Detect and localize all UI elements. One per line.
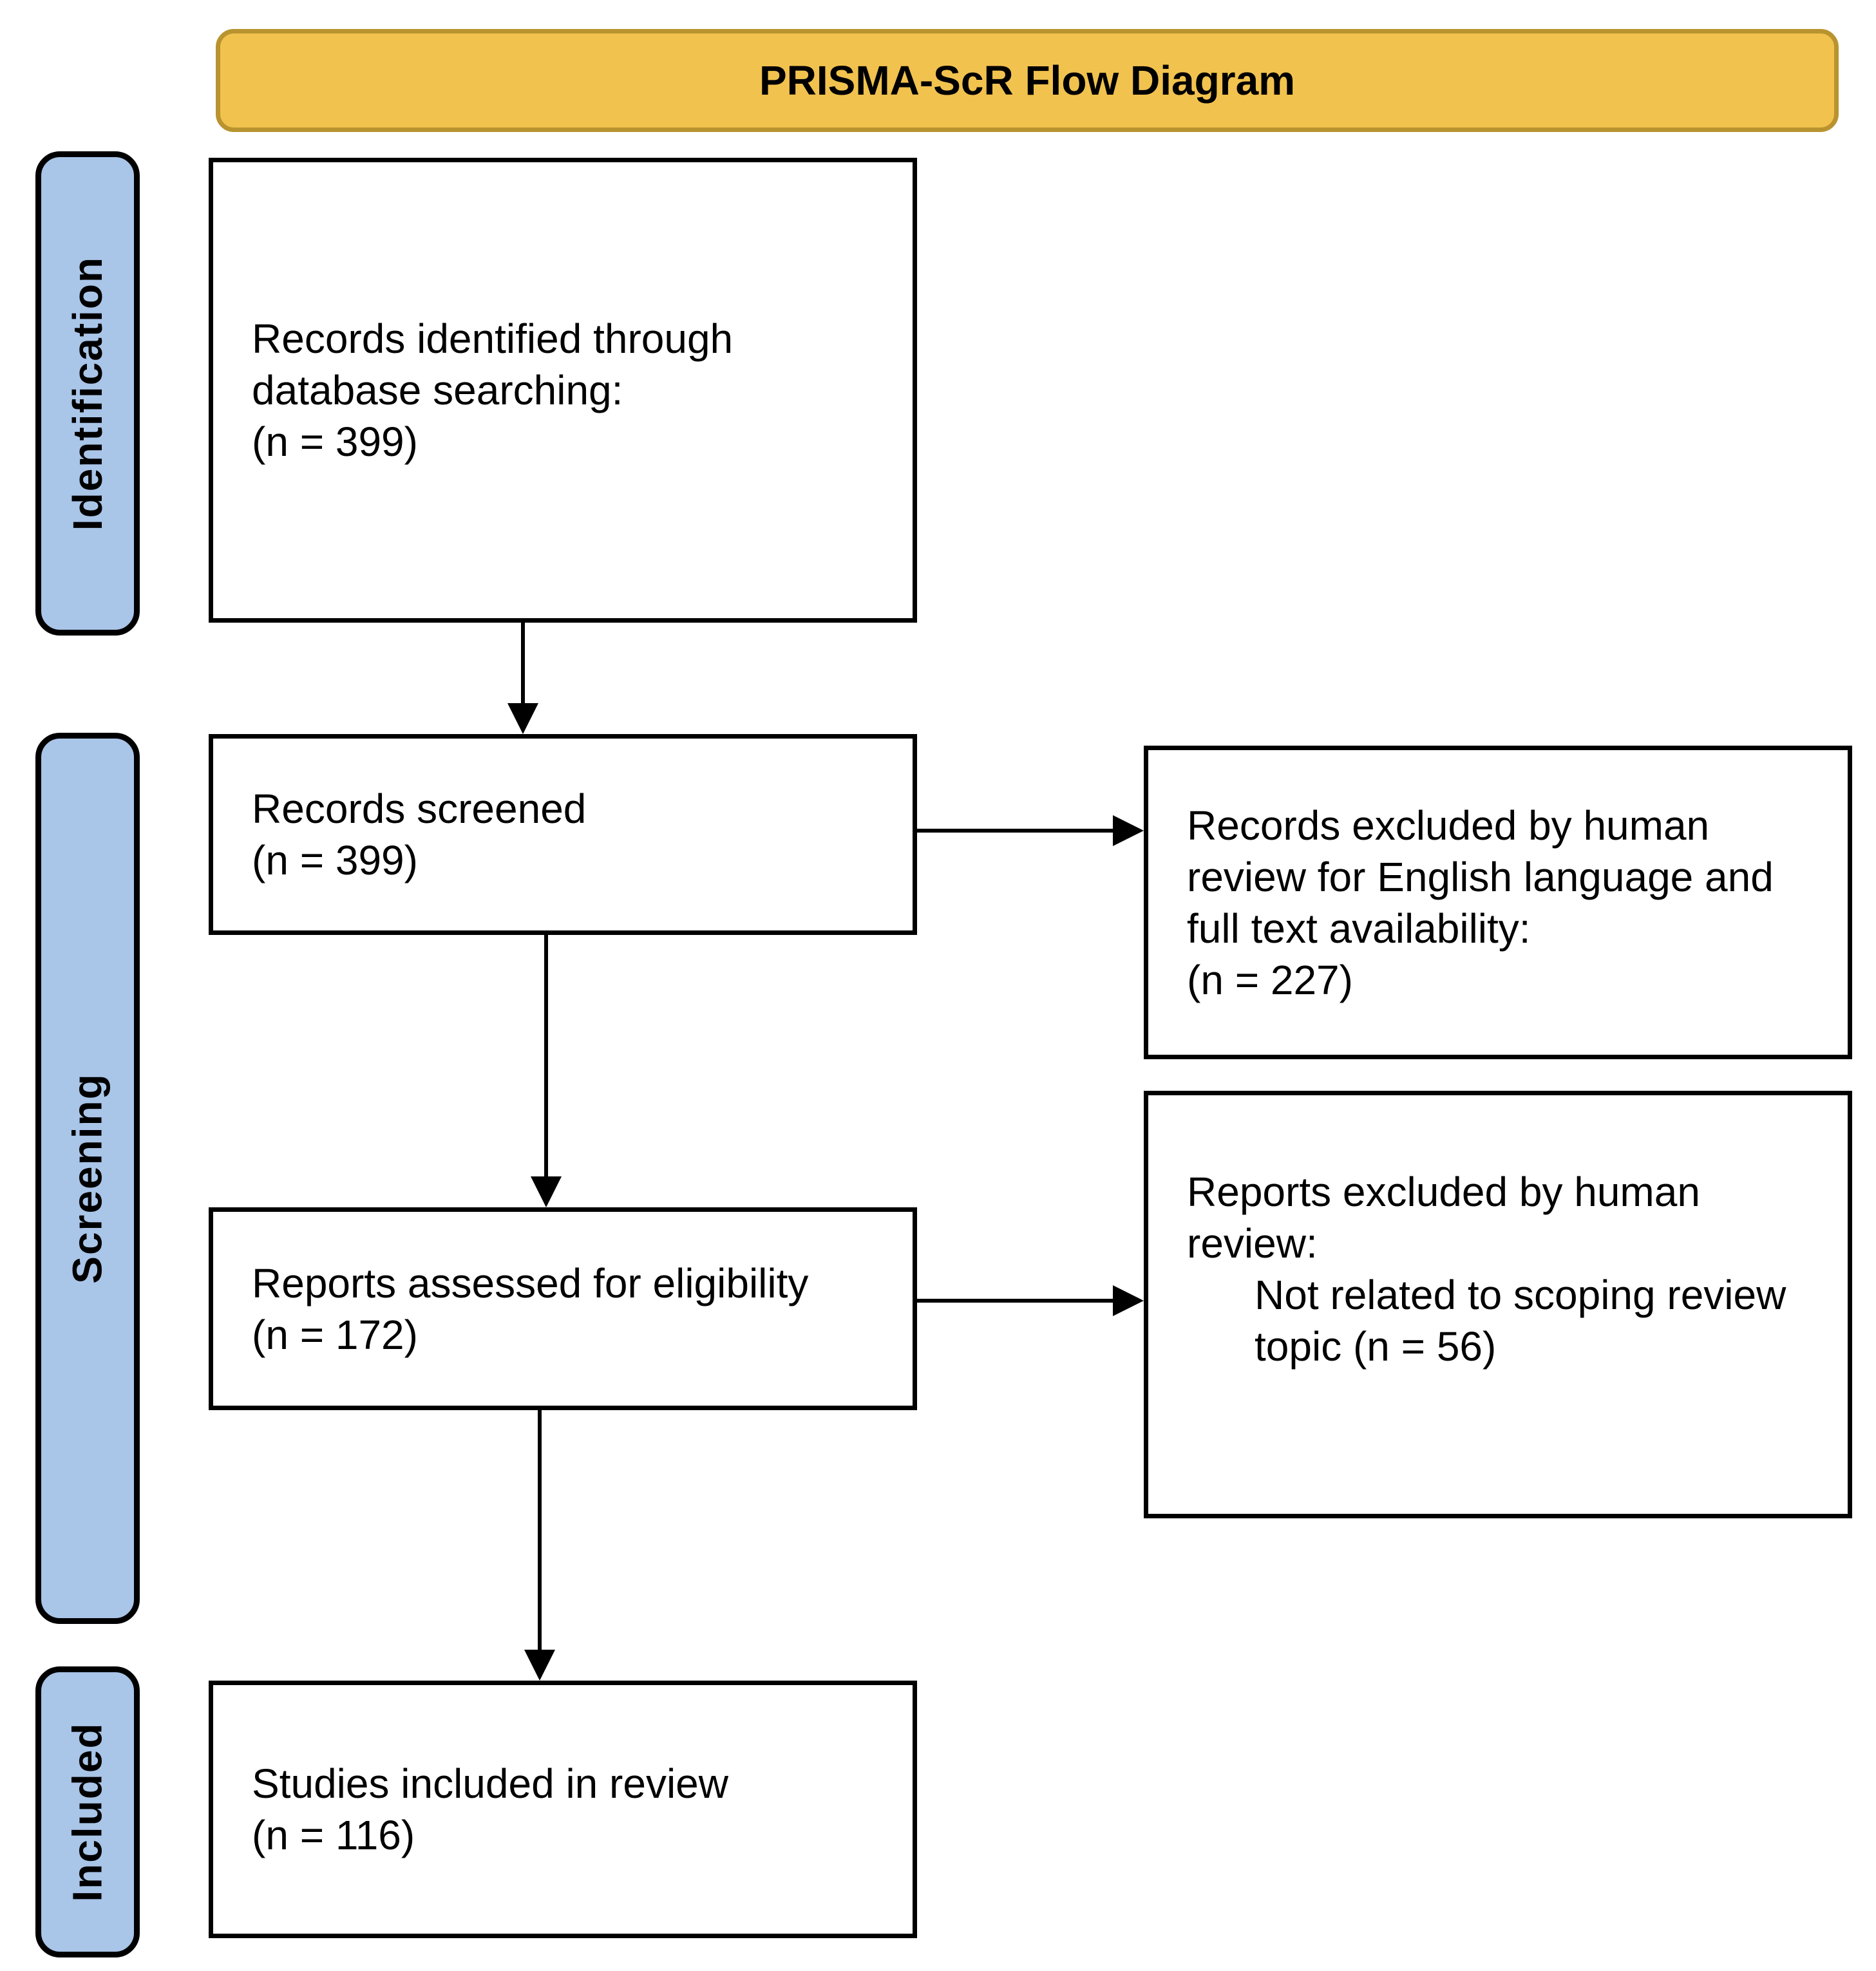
- box-records-excluded: Records excluded by human review for Eng…: [1144, 746, 1852, 1059]
- box-records-screened: Records screened (n = 399): [209, 734, 917, 935]
- arrow-head-down-icon: [531, 1176, 562, 1207]
- arrow-head-right-icon: [1113, 815, 1144, 846]
- arrow-head-right-icon: [1113, 1285, 1144, 1316]
- box-text-line: Studies included in review: [252, 1760, 728, 1807]
- stage-label-screening: Screening: [35, 733, 140, 1624]
- box-text-line: database searching:: [252, 367, 623, 413]
- box-text-line: Records screened: [252, 786, 587, 832]
- box-text-line: Reports excluded by human: [1187, 1169, 1700, 1215]
- box-text-line: review for English language and: [1187, 853, 1774, 900]
- arrow-stem: [917, 829, 1114, 833]
- box-reports-assessed: Reports assessed for eligibility (n = 17…: [209, 1207, 917, 1410]
- stage-label-identification: Identification: [35, 151, 140, 636]
- box-text-line: full text availability:: [1187, 905, 1531, 952]
- box-text-line: (n = 399): [252, 837, 418, 883]
- arrow-head-down-icon: [507, 703, 538, 734]
- stage-label-identification-text: Identification: [64, 256, 111, 531]
- arrow-stem: [544, 935, 548, 1178]
- box-studies-included: Studies included in review (n = 116): [209, 1681, 917, 1938]
- arrow-stem: [521, 623, 525, 705]
- box-reports-excluded: Reports excluded by human review: Not re…: [1144, 1091, 1852, 1518]
- box-text-line: topic (n = 56): [1255, 1323, 1497, 1370]
- box-text-line: Reports assessed for eligibility: [252, 1259, 809, 1306]
- diagram-title: PRISMA-ScR Flow Diagram: [759, 57, 1296, 104]
- box-text-line: review:: [1187, 1220, 1318, 1267]
- box-text-line: Records identified through: [252, 316, 734, 362]
- box-text-line: Records excluded by human: [1187, 802, 1710, 849]
- stage-label-included-text: Included: [64, 1722, 111, 1902]
- arrow-stem: [917, 1299, 1114, 1303]
- arrow-stem: [538, 1410, 542, 1651]
- box-records-identified: Records identified through database sear…: [209, 158, 917, 623]
- title-banner: PRISMA-ScR Flow Diagram: [216, 29, 1839, 132]
- box-text-line: (n = 399): [252, 419, 418, 465]
- box-text-line: (n = 116): [252, 1812, 415, 1858]
- arrow-head-down-icon: [524, 1650, 555, 1681]
- box-text-line: (n = 227): [1187, 956, 1353, 1003]
- stage-label-included: Included: [35, 1666, 140, 1957]
- box-text-line: (n = 172): [252, 1311, 418, 1358]
- stage-label-screening-text: Screening: [64, 1073, 111, 1284]
- box-text-line: Not related to scoping review: [1255, 1272, 1786, 1318]
